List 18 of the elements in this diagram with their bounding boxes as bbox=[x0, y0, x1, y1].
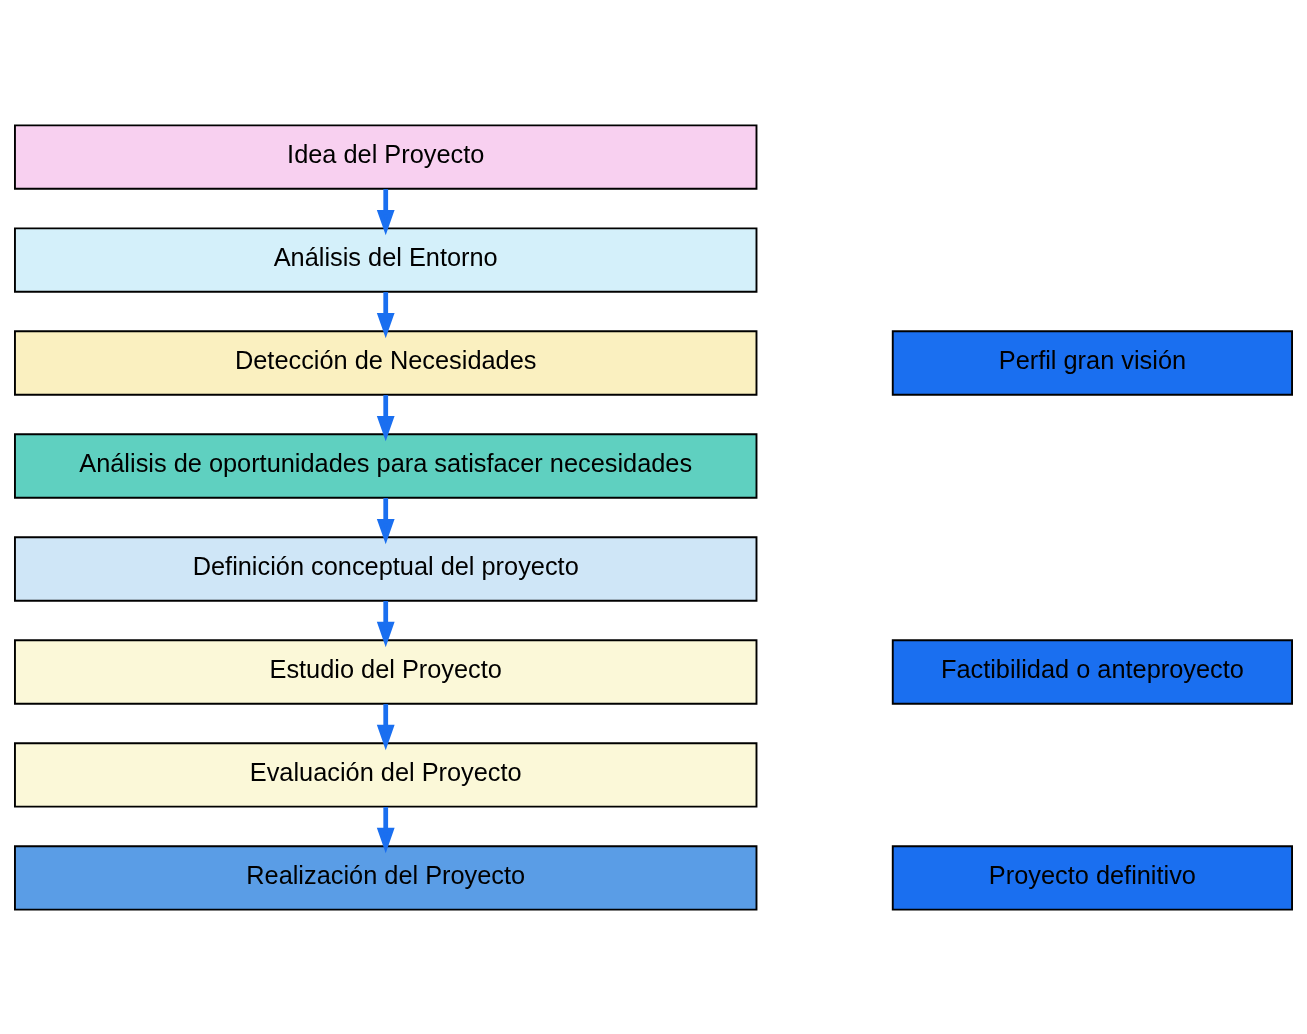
node-box: Realización del Proyecto bbox=[14, 844, 758, 911]
node-box: Perfil gran visión bbox=[891, 329, 1293, 396]
node-box: Análisis de oportunidades para satisfacer necesidades bbox=[14, 432, 758, 499]
node-box: Proyecto definitivo bbox=[891, 844, 1293, 911]
arrow bbox=[376, 497, 395, 544]
node-box: Estudio del Proyecto bbox=[14, 638, 758, 705]
node-box: Factibilidad o anteproyecto bbox=[891, 638, 1293, 705]
node-box: Análisis del Entorno bbox=[14, 226, 758, 293]
node-box: Definición conceptual del proyecto bbox=[14, 535, 758, 602]
node-box: Idea del Proyecto bbox=[14, 123, 758, 190]
arrow bbox=[376, 291, 395, 338]
arrow bbox=[376, 188, 395, 235]
arrow bbox=[376, 600, 395, 647]
node-box: Detección de Necesidades bbox=[14, 329, 758, 396]
node-box: Evaluación del Proyecto bbox=[14, 741, 758, 808]
arrow bbox=[376, 394, 395, 441]
arrow bbox=[376, 703, 395, 750]
arrow bbox=[376, 806, 395, 853]
